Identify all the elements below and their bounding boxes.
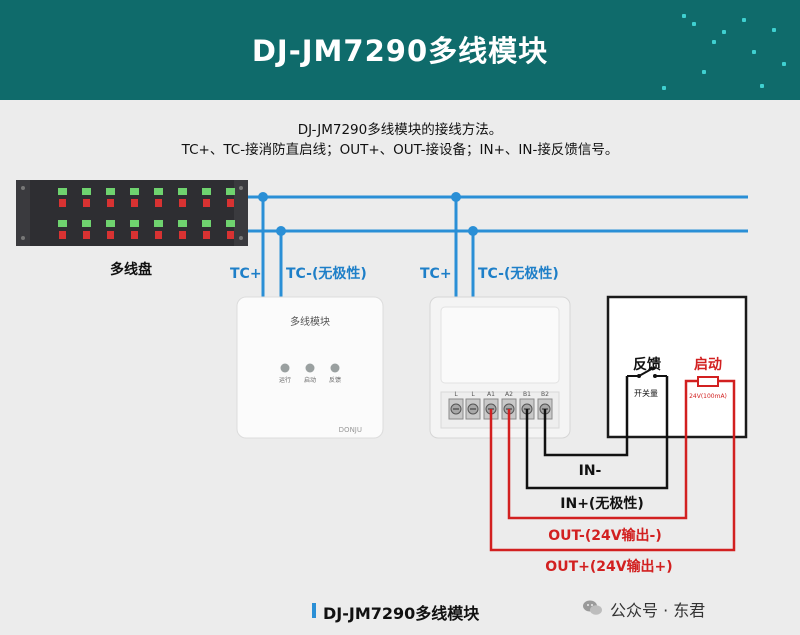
multiline-panel bbox=[16, 180, 248, 246]
led-run bbox=[280, 363, 290, 373]
module-back: L L A1 A2 B1 B2 bbox=[429, 296, 571, 439]
svg-text:A1: A1 bbox=[487, 391, 495, 398]
decor-dot bbox=[692, 22, 696, 26]
panel-label: 多线盘 bbox=[110, 261, 152, 278]
device-box bbox=[606, 295, 748, 439]
panel-key bbox=[226, 188, 235, 207]
junction-dot bbox=[468, 226, 478, 236]
in-minus-label: IN- bbox=[579, 463, 602, 479]
junction-dot bbox=[276, 226, 286, 236]
panel-key bbox=[154, 188, 163, 207]
terminal-l-0: L bbox=[448, 391, 464, 420]
wechat-icon bbox=[583, 600, 602, 615]
decor-dot bbox=[752, 50, 756, 54]
tc-plus-label-left: TC+ bbox=[230, 266, 262, 282]
panel-key bbox=[202, 188, 211, 207]
junction-dot bbox=[258, 192, 268, 202]
panel-key bbox=[226, 220, 235, 239]
led-label-start: 启动 bbox=[304, 376, 316, 384]
decor-dot bbox=[760, 84, 764, 88]
decor-dot bbox=[682, 14, 686, 18]
start-spec: 24V(100mA) bbox=[689, 393, 727, 400]
panel-key bbox=[82, 188, 91, 207]
feedback-label: 反馈 bbox=[633, 356, 661, 373]
out-minus-label: OUT-(24V输出-) bbox=[548, 527, 662, 544]
svg-text:L: L bbox=[471, 391, 475, 398]
decor-dot bbox=[662, 86, 666, 90]
brand-logo: DONJU bbox=[339, 426, 362, 434]
tc-plus-label-right: TC+ bbox=[420, 266, 452, 282]
footer-accent-bar bbox=[312, 603, 316, 618]
feedback-switch-symbol bbox=[627, 366, 667, 378]
in-plus-label: IN+(无极性) bbox=[560, 495, 643, 512]
module-front-title: 多线模块 bbox=[290, 315, 330, 328]
decor-dot bbox=[702, 70, 706, 74]
description-line-1: DJ-JM7290多线模块的接线方法。 bbox=[297, 122, 503, 138]
panel-key bbox=[202, 220, 211, 239]
out-plus-label: OUT+(24V输出+) bbox=[545, 558, 672, 575]
svg-text:B1: B1 bbox=[523, 391, 531, 398]
decor-dot bbox=[742, 18, 746, 22]
panel-key bbox=[154, 220, 163, 239]
decor-dot bbox=[712, 40, 716, 44]
svg-text:A2: A2 bbox=[505, 391, 513, 398]
wire-out-minus bbox=[507, 379, 698, 520]
wire-in-minus bbox=[543, 376, 629, 457]
led-start bbox=[305, 363, 315, 373]
tc-minus-label-left: TC-(无极性) bbox=[286, 265, 367, 282]
panel-key bbox=[106, 220, 115, 239]
panel-key bbox=[178, 188, 187, 207]
decor-dot bbox=[722, 30, 726, 34]
description-line-2: TC+、TC-接消防直启线；OUT+、OUT-接设备；IN+、IN-接反馈信号。 bbox=[181, 142, 619, 158]
panel-key bbox=[58, 220, 67, 239]
footer-title: DJ-JM7290多线模块 bbox=[323, 604, 480, 623]
led-label-run: 运行 bbox=[279, 376, 291, 384]
watermark-text: 公众号 · 东君 bbox=[610, 601, 706, 620]
start-load-symbol bbox=[697, 376, 719, 387]
decor-dot bbox=[782, 62, 786, 66]
svg-text:B2: B2 bbox=[541, 391, 549, 398]
wire-out-plus bbox=[489, 379, 736, 552]
panel-key bbox=[130, 220, 139, 239]
junction-dot bbox=[451, 192, 461, 202]
decor-dot bbox=[772, 28, 776, 32]
tc-minus-label-right: TC-(无极性) bbox=[478, 265, 559, 282]
switch-label: 开关量 bbox=[634, 388, 658, 398]
svg-text:L: L bbox=[454, 391, 458, 398]
terminal-l-1: L bbox=[465, 391, 481, 420]
panel-key bbox=[106, 188, 115, 207]
page-title: DJ-JM7290多线模块 bbox=[251, 34, 549, 68]
start-label: 启动 bbox=[694, 356, 722, 373]
led-feedback bbox=[330, 363, 340, 373]
panel-key bbox=[178, 220, 187, 239]
wire-in-plus bbox=[525, 376, 669, 490]
led-label-feedback: 反馈 bbox=[329, 376, 341, 384]
panel-key bbox=[58, 188, 67, 207]
panel-key bbox=[82, 220, 91, 239]
panel-key bbox=[130, 188, 139, 207]
module-front: 多线模块 运行 启动 反馈 DONJU bbox=[236, 296, 384, 439]
header-banner: DJ-JM7290多线模块 bbox=[0, 0, 800, 100]
